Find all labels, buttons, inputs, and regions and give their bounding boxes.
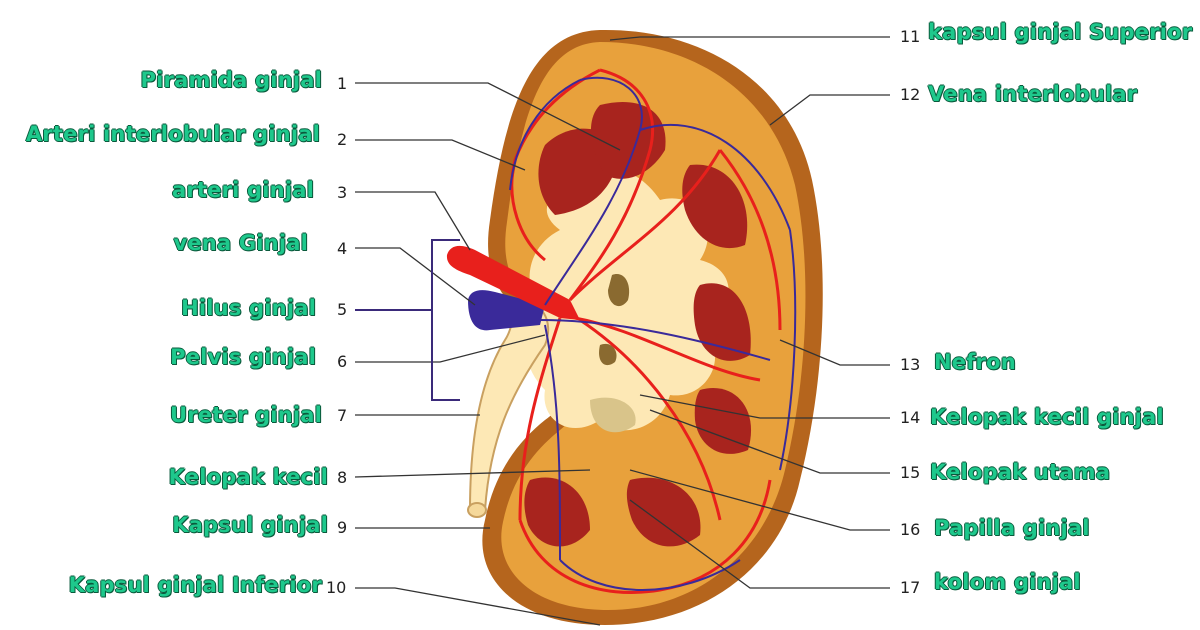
number-7: 7	[337, 406, 348, 425]
renal-pyramid	[682, 164, 748, 249]
label-arteri-ginjal: arteri ginjal	[171, 178, 314, 202]
calyx-opening	[608, 274, 630, 307]
label-kelopak-kecil-ginjal: Kelopak kecil ginjal	[930, 405, 1164, 429]
renal-pyramid	[693, 283, 751, 361]
number-15: 15	[900, 463, 921, 482]
number-4: 4	[337, 239, 348, 258]
number-12: 12	[900, 85, 921, 104]
calyx-opening	[590, 397, 636, 433]
label-kolom-ginjal: kolom ginjal	[934, 570, 1081, 594]
label-papilla-ginjal: Papilla ginjal	[934, 516, 1090, 540]
number-11: 11	[900, 27, 921, 46]
renal-pyramid	[626, 477, 701, 547]
calyx-opening	[599, 343, 617, 366]
label-arteri-interlobular-ginjal: Arteri interlobular ginjal	[25, 122, 320, 146]
hilus-bracket	[355, 239, 460, 401]
number-8: 8	[337, 468, 348, 487]
label-kapsul-ginjal-superior: kapsul ginjal Superior	[928, 20, 1193, 44]
number-2: 2	[337, 130, 348, 149]
label-kelopak-kecil: Kelopak kecil	[168, 465, 328, 489]
label-pelvis-ginjal: Pelvis ginjal	[170, 345, 316, 369]
leader-lines-right	[609, 36, 890, 589]
label-nefron: Nefron	[934, 350, 1016, 374]
number-6: 6	[337, 352, 348, 371]
label-kapsul-ginjal-inferior: Kapsul ginjal Inferior	[68, 573, 322, 597]
label-ureter-ginjal: Ureter ginjal	[170, 403, 322, 427]
label-vena-ginjal: vena Ginjal	[173, 231, 308, 255]
label-piramida-ginjal: Piramida ginjal	[140, 68, 322, 92]
number-10: 10	[326, 578, 347, 597]
number-9: 9	[337, 518, 348, 537]
vein-branches	[509, 76, 797, 591]
number-5: 5	[337, 300, 348, 319]
leader-lines-left	[354, 82, 621, 626]
ureter-opening	[467, 502, 487, 518]
number-3: 3	[337, 183, 348, 202]
number-1: 1	[337, 74, 348, 93]
renal-pyramid	[694, 388, 752, 454]
label-kelopak-utama: Kelopak utama	[930, 460, 1111, 484]
number-13: 13	[900, 355, 921, 374]
number-17: 17	[900, 578, 921, 597]
number-14: 14	[900, 408, 921, 427]
number-16: 16	[900, 520, 921, 539]
label-kapsul-ginjal: Kapsul ginjal	[172, 513, 328, 537]
renal-pyramid	[524, 477, 590, 547]
label-hilus-ginjal: Hilus ginjal	[181, 296, 316, 320]
label-vena-interlobular: Vena interlobular	[928, 82, 1138, 106]
